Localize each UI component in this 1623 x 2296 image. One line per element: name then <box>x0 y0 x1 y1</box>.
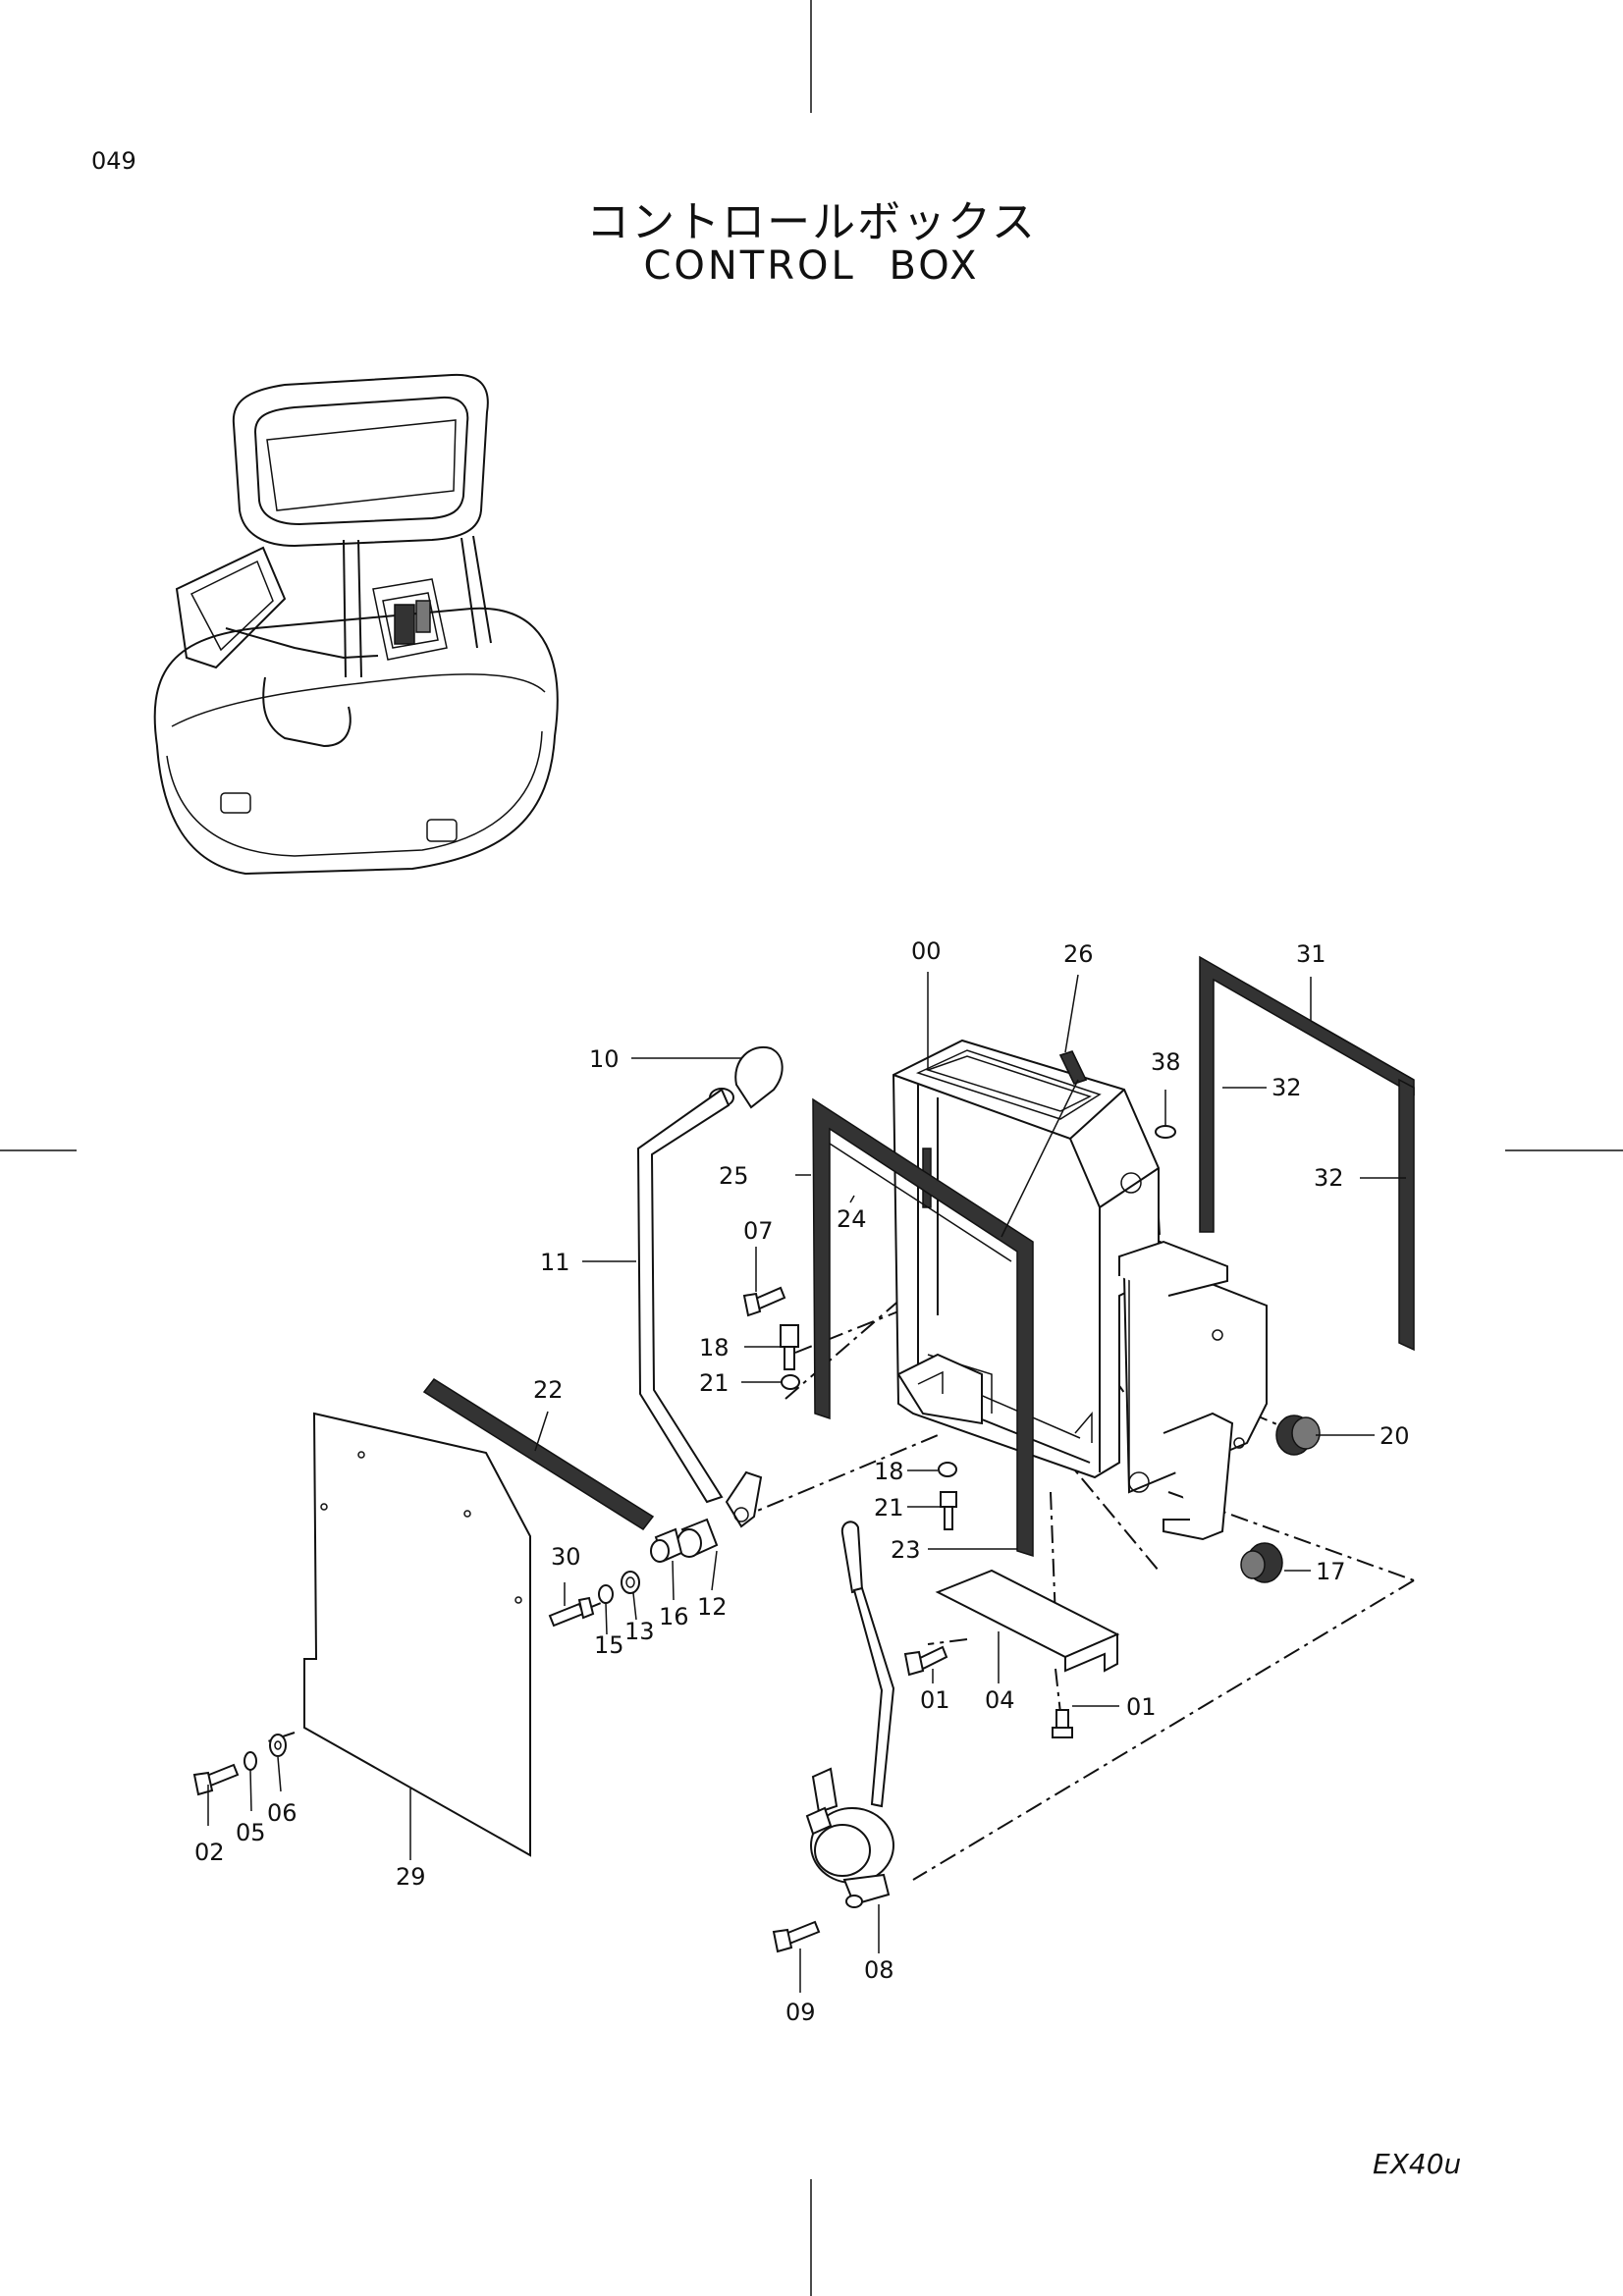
callout-21-b: 21 <box>874 1494 904 1522</box>
part-17-20-grommets <box>1240 1415 1321 1583</box>
callout-09: 09 <box>785 1999 816 2026</box>
part-08-control-valve <box>772 1521 895 1953</box>
callout-labels: 10 11 00 26 31 32 32 38 25 24 07 18 21 2… <box>194 937 1410 2026</box>
callout-18-b: 18 <box>874 1458 904 1485</box>
callout-08: 08 <box>864 1956 894 1984</box>
callout-25: 25 <box>719 1162 749 1190</box>
callout-18-a: 18 <box>699 1334 730 1362</box>
callout-02: 02 <box>194 1839 225 1866</box>
part-38-plug <box>1155 1125 1176 1139</box>
part-23-24-25-seal <box>812 1097 1034 1558</box>
callout-17: 17 <box>1316 1558 1346 1585</box>
callout-30: 30 <box>551 1543 581 1571</box>
callout-10: 10 <box>589 1045 620 1073</box>
callout-22: 22 <box>533 1376 564 1404</box>
callout-32-b: 32 <box>1314 1164 1344 1192</box>
callout-23: 23 <box>891 1536 921 1564</box>
callout-01-b: 01 <box>1126 1693 1157 1721</box>
model-code: EX40u <box>1373 2148 1462 2180</box>
callout-13: 13 <box>624 1618 655 1645</box>
callout-26: 26 <box>1063 940 1094 968</box>
part-29-side-cover <box>303 1412 531 1857</box>
excavator-overview-illustration <box>153 373 559 876</box>
callout-15: 15 <box>594 1631 624 1659</box>
callout-38: 38 <box>1151 1048 1181 1076</box>
page-number: 049 <box>91 147 136 175</box>
part-12-16-13-15-30-bushings-bolt <box>548 1518 719 1628</box>
callout-21-a: 21 <box>699 1369 730 1397</box>
part-31-32-seals <box>1199 955 1415 1352</box>
part-26-pin <box>1058 1050 1088 1085</box>
callout-04: 04 <box>985 1686 1015 1714</box>
callout-16: 16 <box>659 1603 689 1630</box>
callout-06: 06 <box>267 1799 298 1827</box>
page-title-japanese: コントロールボックス <box>586 197 1037 247</box>
leader-lines <box>207 972 1415 1993</box>
page-title-english: CONTROL BOX <box>643 243 980 289</box>
callout-31: 31 <box>1296 940 1326 968</box>
callout-24: 24 <box>837 1205 867 1233</box>
callout-32-a: 32 <box>1271 1074 1302 1101</box>
callout-20: 20 <box>1380 1422 1410 1450</box>
part-10-11-lever-with-knob <box>636 1045 784 1528</box>
callout-01-a: 01 <box>920 1686 950 1714</box>
callout-29: 29 <box>396 1863 426 1891</box>
part-18-21-fasteners-center <box>938 1462 957 1530</box>
callout-12: 12 <box>697 1593 728 1621</box>
callout-05: 05 <box>236 1819 266 1846</box>
part-07-18-21-fasteners-left <box>742 1286 800 1390</box>
part-22-rubber-strip <box>422 1378 655 1530</box>
part-04-bracket-and-01-bolts <box>903 1569 1120 1738</box>
callout-07: 07 <box>743 1217 774 1245</box>
callout-00: 00 <box>911 937 942 965</box>
callout-11: 11 <box>540 1249 570 1276</box>
